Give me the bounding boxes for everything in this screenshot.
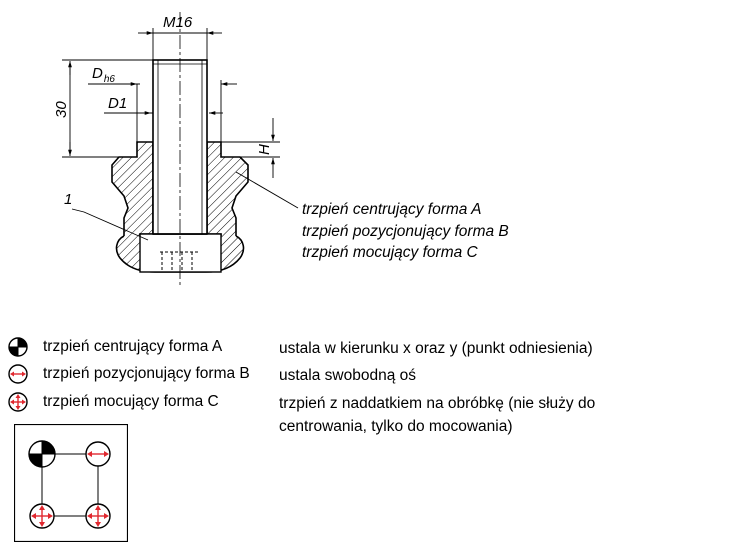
callout-centering: trzpień centrujący forma A	[302, 201, 481, 218]
technical-drawing: M16 Dh6 D1 30 H 1 trzpień centru	[53, 12, 509, 286]
position-leader	[71, 208, 149, 241]
callout-positioning: trzpień pozycjonujący forma B	[302, 223, 509, 240]
dim-d1-label: D1	[108, 95, 127, 112]
legend-desc-clamping: trzpień z naddatkiem na obróbkę (nie słu…	[279, 395, 596, 435]
bushing-section-right	[206, 141, 249, 249]
layout-centering-pin-icon	[28, 440, 56, 468]
flange-bore	[139, 233, 222, 273]
clamping-pin-icon	[8, 392, 28, 412]
legend-label-centering: trzpień centrujący forma A	[43, 338, 223, 355]
callout-clamping: trzpień mocujący forma C	[302, 244, 479, 261]
pin-layout-diagram	[14, 424, 128, 542]
dim-m16	[138, 28, 222, 60]
dim-30	[62, 59, 153, 158]
legend-row-centering: trzpień centrujący forma A ustala w kier…	[0, 335, 750, 359]
centering-pin-icon	[8, 337, 28, 357]
layout-clamping-pin-icon-left	[29, 503, 55, 529]
legend-label-positioning: trzpień pozycjonujący forma B	[43, 365, 250, 382]
legend-row-positioning: trzpień pozycjonujący forma B ustala swo…	[0, 362, 750, 386]
legend-label-clamping: trzpień mocujący forma C	[43, 393, 219, 410]
layout-clamping-pin-icon-right	[85, 503, 111, 529]
dim-m16-label: M16	[163, 14, 193, 31]
layout-positioning-pin-icon	[85, 441, 111, 467]
legend-desc-centering: ustala w kierunku x oraz y (punkt odnies…	[279, 340, 593, 357]
position-label-1: 1	[64, 191, 72, 208]
positioning-pin-icon	[8, 364, 28, 384]
legend-desc-positioning: ustala swobodną oś	[279, 367, 417, 384]
callout-leader	[235, 171, 299, 209]
dim-h	[221, 118, 280, 178]
legend-row-clamping: trzpień mocujący forma C trzpień z nadda…	[0, 390, 750, 438]
dim-h-label: H	[256, 144, 273, 155]
dim-dh6-label: Dh6	[92, 65, 115, 85]
dim-30-label: 30	[53, 101, 70, 118]
bushing-section-left	[111, 141, 154, 249]
